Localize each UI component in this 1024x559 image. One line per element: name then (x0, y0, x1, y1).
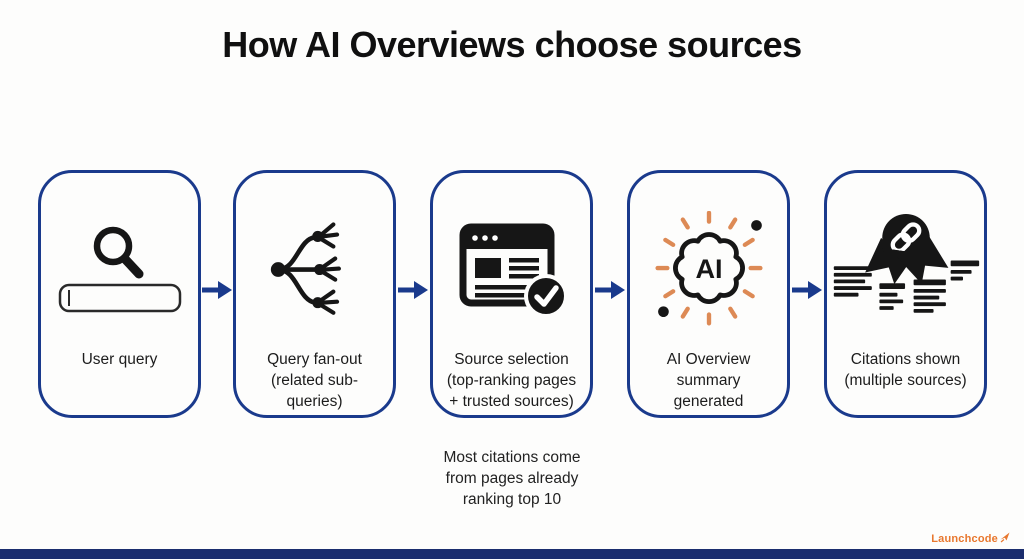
flow-step-citations: Citations shown (multiple sources) (824, 170, 987, 418)
step-label: User query (81, 351, 158, 368)
flow-arrow-icon (398, 279, 428, 306)
step-label: Query fan-out (related sub- queries) (267, 351, 362, 410)
flow-step-source-selection: Source selection (top-ranking pages + tr… (430, 170, 593, 418)
flow-arrow-icon (202, 279, 232, 306)
page-title: How AI Overviews choose sources (222, 24, 802, 65)
launchcode-logo: Launchcode (931, 532, 1012, 546)
rocket-icon (1000, 532, 1012, 546)
ai-label: AI (695, 253, 722, 284)
flow-step-user-query: User query (38, 170, 201, 418)
step-label: Citations shown (multiple sources) (844, 351, 967, 389)
footer-accent-bar (0, 549, 1024, 559)
logo-text: Launchcode (931, 533, 998, 545)
flow-step-query-fan-out: Query fan-out (related sub- queries) (233, 170, 396, 418)
search-icon (55, 191, 185, 349)
ai-brain-sparkle-icon: AI (646, 191, 772, 349)
step-label: Source selection (top-ranking pages + tr… (446, 351, 577, 410)
step-label: AI Overview summary generated (666, 351, 751, 410)
flow-arrow-icon (595, 279, 625, 306)
webpage-checkmark-icon (454, 191, 570, 349)
flow-arrow-icon (792, 279, 822, 306)
citations-note: Most citations come from pages already r… (443, 449, 581, 508)
flow-step-ai-overview: AI AI Overview summary generated (627, 170, 790, 418)
fan-out-icon (269, 191, 361, 349)
link-citations-icon (830, 191, 982, 349)
